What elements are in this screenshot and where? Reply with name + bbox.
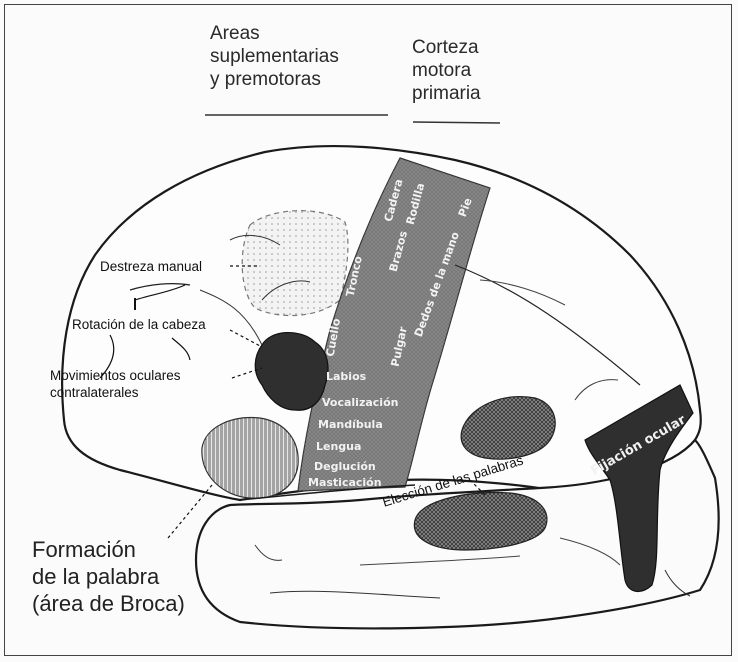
motor-underline bbox=[413, 122, 500, 123]
motor-header-line-2: motora bbox=[412, 59, 481, 82]
label-rotacion: Rotación de la cabeza bbox=[72, 317, 206, 333]
premotor-header-line-1: Areas bbox=[210, 22, 339, 45]
strip-mandibula: Mandíbula bbox=[318, 418, 383, 431]
strip-deglucion: Deglución bbox=[314, 460, 376, 473]
strip-masticacion: Masticación bbox=[308, 476, 382, 489]
motor-header-line-3: primaria bbox=[412, 82, 481, 105]
premotor-dashed-region bbox=[242, 211, 348, 316]
label-movimientos-2: contralaterales bbox=[50, 385, 139, 401]
premotor-header-line-3: y premotoras bbox=[210, 68, 339, 91]
strip-vocalizacion: Vocalización bbox=[322, 396, 398, 409]
premotor-header: Areas suplementarias y premotoras bbox=[210, 22, 339, 91]
motor-header-line-1: Corteza bbox=[412, 36, 481, 59]
strip-labios: Labios bbox=[326, 370, 366, 383]
strip-lengua: Lengua bbox=[316, 440, 361, 453]
label-formacion-line-1: Formación bbox=[32, 536, 185, 563]
label-formacion-line-2: de la palabra bbox=[32, 563, 185, 590]
motor-header: Corteza motora primaria bbox=[412, 36, 481, 105]
label-formacion-line-3: (área de Broca) bbox=[32, 590, 185, 617]
label-movimientos-1: Movimientos oculares bbox=[50, 368, 181, 384]
label-formacion: Formación de la palabra (área de Broca) bbox=[32, 536, 185, 617]
premotor-header-line-2: suplementarias bbox=[210, 45, 339, 68]
label-destreza: Destreza manual bbox=[100, 259, 202, 275]
